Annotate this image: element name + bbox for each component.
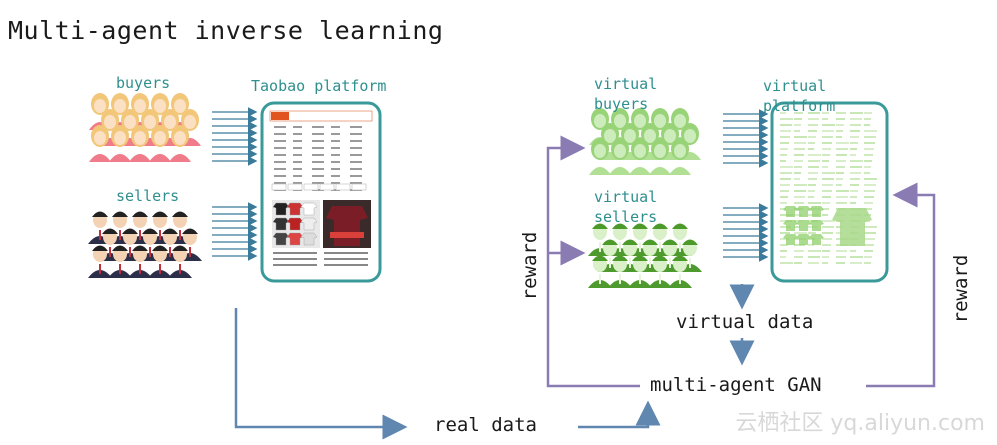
sellers-crowd-icon <box>88 211 202 278</box>
virtual-sellers-input-arrows <box>723 203 769 262</box>
reward-loop-right-arrow <box>866 182 936 388</box>
sellers-input-arrows <box>212 202 258 261</box>
reward-right-label: reward <box>950 254 972 324</box>
buyers-crowd-icon <box>89 93 201 162</box>
taobao-platform-label: Taobao platform <box>251 77 387 95</box>
taobao-platform-phone-icon <box>260 101 382 283</box>
buyers-label: buyers <box>116 74 171 92</box>
virtual-sellers-label-line1: virtual <box>594 188 658 206</box>
sellers-label: sellers <box>116 187 180 205</box>
diagram-title: Multi-agent inverse learning <box>8 16 444 45</box>
virtual-platform-phone-icon <box>770 101 889 283</box>
reward-left-label: reward <box>519 231 541 301</box>
virtual-platform-label-line2: platform <box>763 97 836 115</box>
buyers-input-arrows <box>212 107 258 166</box>
virtual-sellers-label-line2: sellers <box>594 208 658 226</box>
virtual-buyers-label-line1: virtual <box>594 75 658 93</box>
watermark: 云栖社区 yq.aliyun.com <box>735 411 985 436</box>
real-data-flow-arrow <box>234 308 661 440</box>
virtual-data-label: virtual data <box>676 311 814 333</box>
virtual-platform-label-line1: virtual <box>763 77 827 95</box>
real-data-label: real data <box>434 414 537 436</box>
multi-agent-gan-label: multi-agent GAN <box>650 374 822 396</box>
reward-loop-left-arrow <box>546 135 640 388</box>
virtual-buyers-crowd-icon <box>589 108 701 175</box>
virtual-buyers-label-line2: buyers <box>594 95 649 113</box>
virtual-sellers-crowd-icon <box>588 223 702 288</box>
virtual-buyers-input-arrows <box>723 109 769 168</box>
